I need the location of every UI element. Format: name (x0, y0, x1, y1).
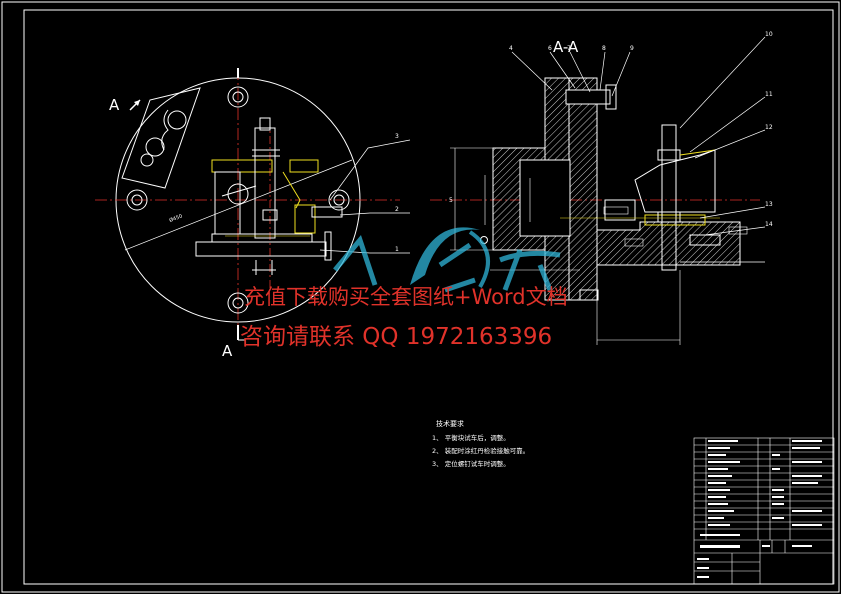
callout-8: 8 (602, 45, 606, 52)
view-mark-bottom: A (222, 342, 233, 360)
section-title: A-A (553, 38, 579, 56)
callout-7: 7 (567, 45, 571, 52)
bolt-hole-bottom (227, 292, 249, 314)
sheet-inner-border (23, 9, 834, 585)
bolt-hole-top (227, 86, 249, 108)
flange-body (568, 77, 598, 301)
svg-text:Ø450: Ø450 (168, 212, 183, 223)
tech-notes-title: 技术要求 (436, 419, 464, 428)
tech-note-1: 1、 平衡块试车后，调整。 (432, 433, 510, 442)
callout-10: 10 (765, 31, 773, 38)
tech-note-3: 3、 定位螺钉试车时调整。 (432, 459, 510, 468)
view-arrow-icon (129, 99, 141, 111)
watermark-line-2: 咨询请联系 QQ 1972163396 (240, 324, 552, 350)
parts-list-marks (697, 440, 822, 578)
callout-9: 9 (630, 45, 634, 52)
callout-6: 6 (548, 45, 552, 52)
bolt-hole-right (328, 189, 350, 211)
callout-3: 3 (395, 133, 399, 140)
tech-notes: 技术要求 1、 平衡块试车后，调整。 2、 装配时涂红丹检验接触可靠。 3、 定… (432, 419, 529, 468)
callout-1: 1 (395, 246, 399, 253)
callout-13: 13 (765, 201, 773, 208)
counterweight-block (121, 87, 201, 189)
left-view: Ø450 (95, 68, 411, 360)
bolt-hole-left (126, 189, 148, 211)
view-mark-top: A (109, 96, 120, 114)
callout-12: 12 (765, 124, 773, 131)
callout-14: 14 (765, 221, 773, 228)
watermark-logo-icon (333, 227, 561, 293)
diameter-leader (124, 159, 353, 251)
callout-11: 11 (765, 91, 773, 98)
section-view: A-A (430, 36, 766, 345)
callout-2: 2 (395, 206, 399, 213)
callout-4: 4 (509, 45, 513, 52)
title-block (693, 437, 835, 585)
tech-note-2: 2、 装配时涂红丹检验接触可靠。 (432, 446, 529, 455)
fixture-assembly (195, 117, 343, 275)
callout-5: 5 (449, 197, 453, 204)
watermark-line-1: 充值下载购买全套图纸+Word文档 (244, 285, 568, 309)
